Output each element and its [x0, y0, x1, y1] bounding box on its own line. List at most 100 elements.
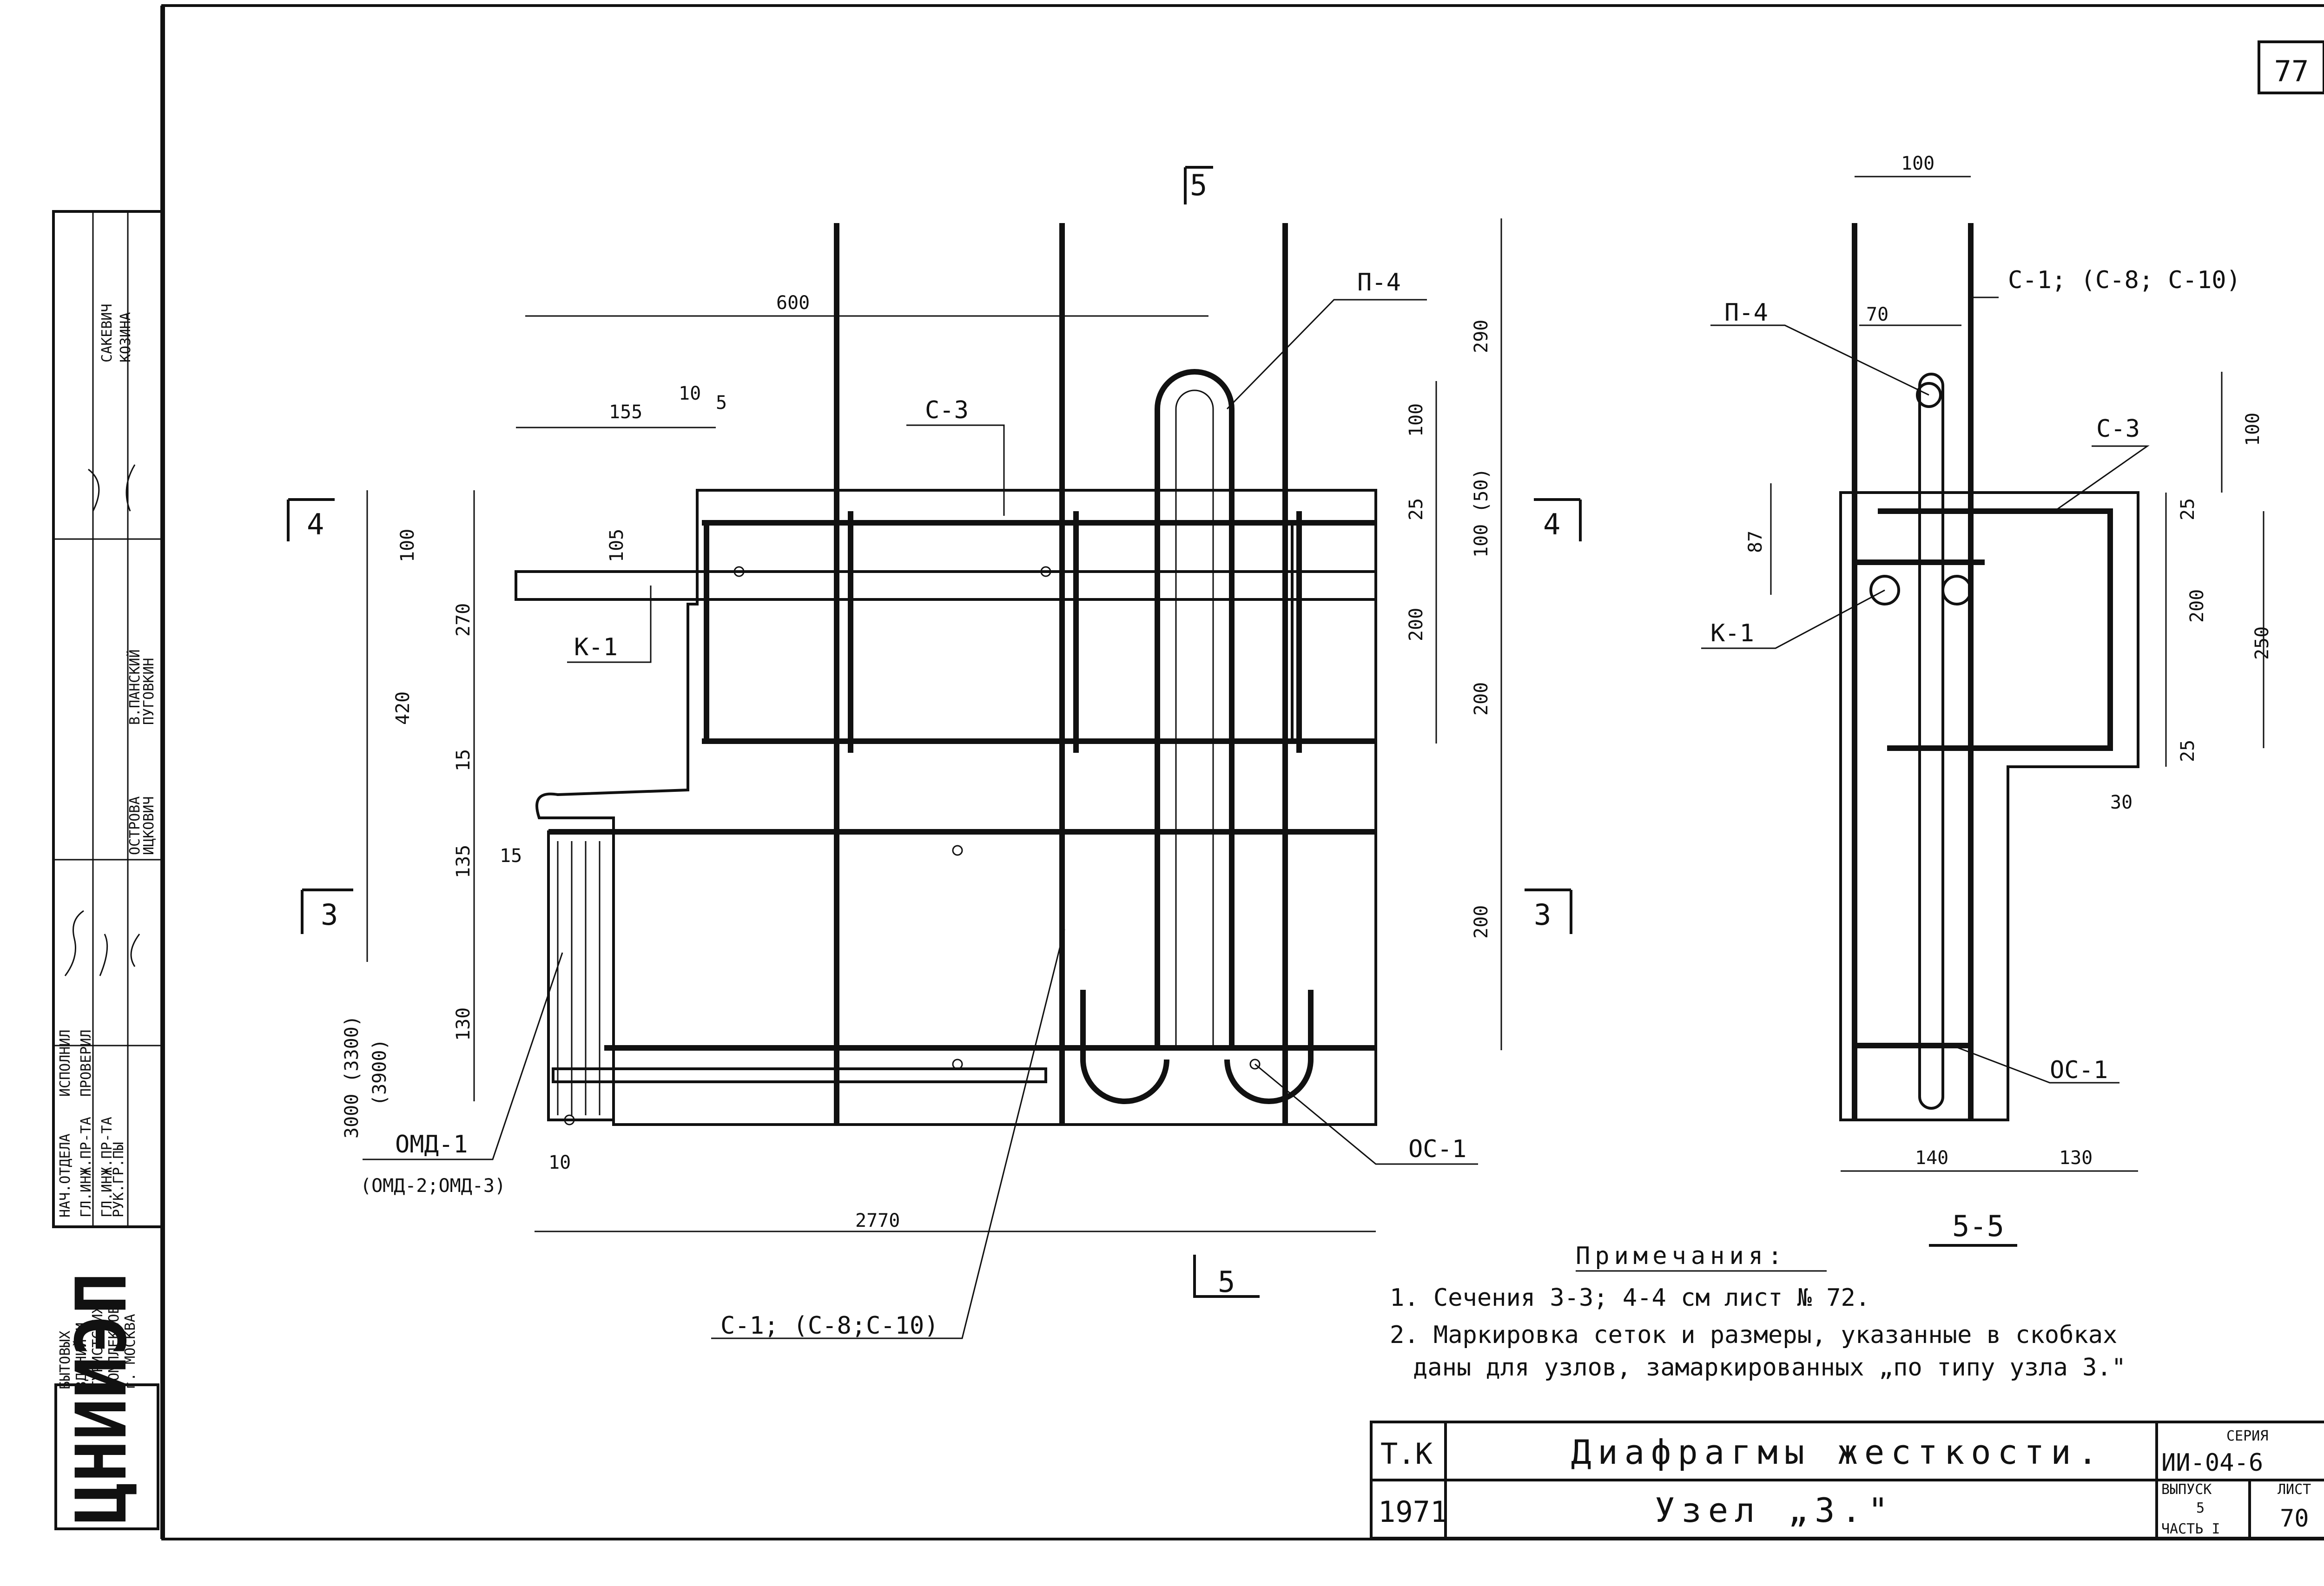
name-6: КОЗИНА: [118, 312, 134, 362]
dim-100-right: 100: [1406, 403, 1427, 437]
name-5: САКЕВИЧ: [99, 304, 115, 362]
section-mark-4-right: 4: [1543, 507, 1560, 541]
label-oc1-main: ОС-1: [1408, 1135, 1466, 1163]
role-3: ГЛ.ИНЖ.ПР-ТА: [99, 1117, 115, 1217]
bar-k1: [515, 570, 1377, 601]
embedded-plate-omd1: [547, 830, 615, 1121]
sec-dim-30: 30: [2110, 792, 2133, 813]
svg-text:БЫТОВЫХ: БЫТОВЫХ: [57, 1331, 73, 1389]
tk-label: Т.К: [1380, 1437, 1433, 1471]
dim-200-a: 200: [1406, 608, 1427, 641]
role-1: НАЧ.ОТДЕЛА: [57, 1133, 73, 1217]
page-number: 77: [2274, 54, 2309, 88]
section-mark-bottom: 5: [1218, 1265, 1235, 1299]
signature-block: НАЧ.ОТДЕЛА ИСПОЛНИЛ ГЛ.ИНЖ.ПР-ТА ПРОВЕРИ…: [52, 210, 164, 1228]
dim-290: 290: [1471, 320, 1492, 353]
dim-2770: 2770: [855, 1210, 900, 1231]
dim-155: 155: [609, 401, 642, 423]
dim-10-top: 10: [679, 383, 701, 404]
label-p4: П-4: [1357, 269, 1401, 296]
sec-label-k1: К-1: [1710, 619, 1754, 647]
sec-dim-130: 130: [2059, 1147, 2093, 1169]
hook-left: [1080, 990, 1169, 1104]
label-k1-main: К-1: [574, 633, 618, 661]
label-omd1: ОМД-1: [395, 1131, 468, 1158]
dim-100-50: 100 (50): [1471, 468, 1492, 558]
section-mark-3-left: 3: [321, 898, 338, 932]
sheet-frame: [161, 4, 2324, 1540]
dim-100-left: 100: [397, 529, 418, 562]
title-block: Т.К 1971 Диафрагмы жесткости. Узел „3." …: [1370, 1421, 2324, 1540]
concrete-outline: [535, 489, 1377, 1126]
sec-label-oc1: ОС-1: [2050, 1056, 2108, 1084]
sec-dim-100: 100: [1901, 153, 1934, 174]
name-3: В.ПАНСКИЙ: [126, 649, 143, 725]
dim-15-b: 15: [500, 845, 522, 867]
role-4: РУК.ГР.ПЫ: [111, 1142, 127, 1217]
name-1: ИЦКОВИЧ: [141, 796, 157, 855]
org-stamp-logo: ЦНИИЭП: [61, 1272, 142, 1524]
handwritten-signatures: [64, 910, 140, 976]
svg-text:ЗДАНИЙ И: ЗДАНИЙ И: [73, 1323, 90, 1390]
notes-block: Примечания: 1. Сечения 3-3; 4-4 см лист …: [1390, 1242, 2126, 1382]
dim-420: 420: [392, 691, 414, 725]
role-2: ГЛ.ИНЖ.ПР-ТА: [78, 1117, 94, 1217]
svg-text:г. МОСКВА: г. МОСКВА: [122, 1314, 139, 1389]
svg-text:КОМПЛЕКСОВ: КОМПЛЕКСОВ: [106, 1305, 122, 1389]
page-number-box: 77: [2258, 40, 2324, 94]
dim-130: 130: [453, 1007, 474, 1041]
label-omd-alt: (ОМД-2;ОМД-3): [360, 1175, 506, 1197]
dim-200-c: 200: [1471, 905, 1492, 939]
sheet-label: ЛИСТ: [2278, 1481, 2311, 1498]
main-elevation: 5 5 4 4 3 3 600 155 10 5 105 100 270 420…: [287, 166, 1582, 1340]
drawing-subtitle: Узел „3.": [1655, 1491, 1895, 1530]
sec-dim-87: 87: [1745, 531, 1766, 553]
sec-dim-140: 140: [1915, 1147, 1948, 1169]
dim-15-a: 15: [453, 749, 474, 771]
name-2: ПУГОВКИН: [141, 658, 157, 725]
dim-105: 105: [606, 529, 627, 562]
note-3: даны для узлов, замаркированных „по типу…: [1413, 1354, 2126, 1382]
section-mark-top: 5: [1190, 168, 1207, 202]
sec-dim-25-bottom: 25: [2177, 740, 2199, 762]
part-label: ЧАСТЬ I: [2161, 1521, 2220, 1537]
mesh-c3: [705, 521, 1294, 743]
org-block: БЫТОВЫХ ЗДАНИЙ И ТУРИСТСКИХ КОМПЛЕКСОВ г…: [54, 1272, 159, 1530]
issue-label: ВЫПУСК: [2161, 1481, 2212, 1498]
dim-10-bottom: 10: [548, 1152, 571, 1173]
dim-5: 5: [716, 392, 727, 414]
sec-label-c3: С-3: [2096, 415, 2140, 443]
series-label: СЕРИЯ: [2226, 1428, 2268, 1444]
role-5: ИСПОЛНИЛ: [57, 1030, 73, 1097]
sec-dim-100-right: 100: [2242, 413, 2264, 446]
hook-right: [1224, 990, 1314, 1104]
label-c3: С-3: [925, 396, 969, 424]
dim-3900: (3900): [369, 1039, 390, 1106]
sec-dim-200: 200: [2186, 589, 2208, 623]
section-outline: [1839, 491, 2139, 1121]
series-code: ИИ-04-6: [2161, 1449, 2263, 1477]
dim-135: 135: [453, 845, 474, 878]
loop-p4: [1155, 369, 1235, 1048]
section-mark-3-right: 3: [1534, 898, 1551, 932]
label-c1-main: С-1; (С-8;С-10): [720, 1312, 939, 1340]
name-4: ОСТРОВА: [127, 796, 143, 855]
sec-dim-250: 250: [2251, 626, 2273, 660]
section-loop-p4: [1918, 373, 1944, 1110]
sec-dim-25-top: 25: [2177, 498, 2199, 520]
section-mark-4-left: 4: [307, 507, 324, 541]
sheet-number: 70: [2280, 1505, 2309, 1533]
note-2: 2. Маркировка сеток и размеры, указанные…: [1390, 1321, 2117, 1349]
dim-600: 600: [776, 292, 810, 314]
issue-number: 5: [2196, 1500, 2205, 1516]
sec-dim-70: 70: [1866, 304, 1888, 325]
notes-heading: Примечания:: [1576, 1242, 1787, 1270]
dim-200-b: 200: [1471, 682, 1492, 716]
note-1: 1. Сечения 3-3; 4-4 см лист № 72.: [1390, 1284, 1870, 1312]
sec-label-c1: С-1; (С-8; С-10): [2008, 266, 2241, 294]
year: 1971: [1378, 1495, 1447, 1529]
dim-25: 25: [1406, 498, 1427, 520]
dim-270: 270: [453, 603, 474, 637]
section-5-5: 5-5 100 70 87 100 25 200 250 25 30 140 1…: [1701, 153, 2273, 1247]
svg-text:ТУРИСТСКИХ: ТУРИСТСКИХ: [90, 1305, 106, 1389]
